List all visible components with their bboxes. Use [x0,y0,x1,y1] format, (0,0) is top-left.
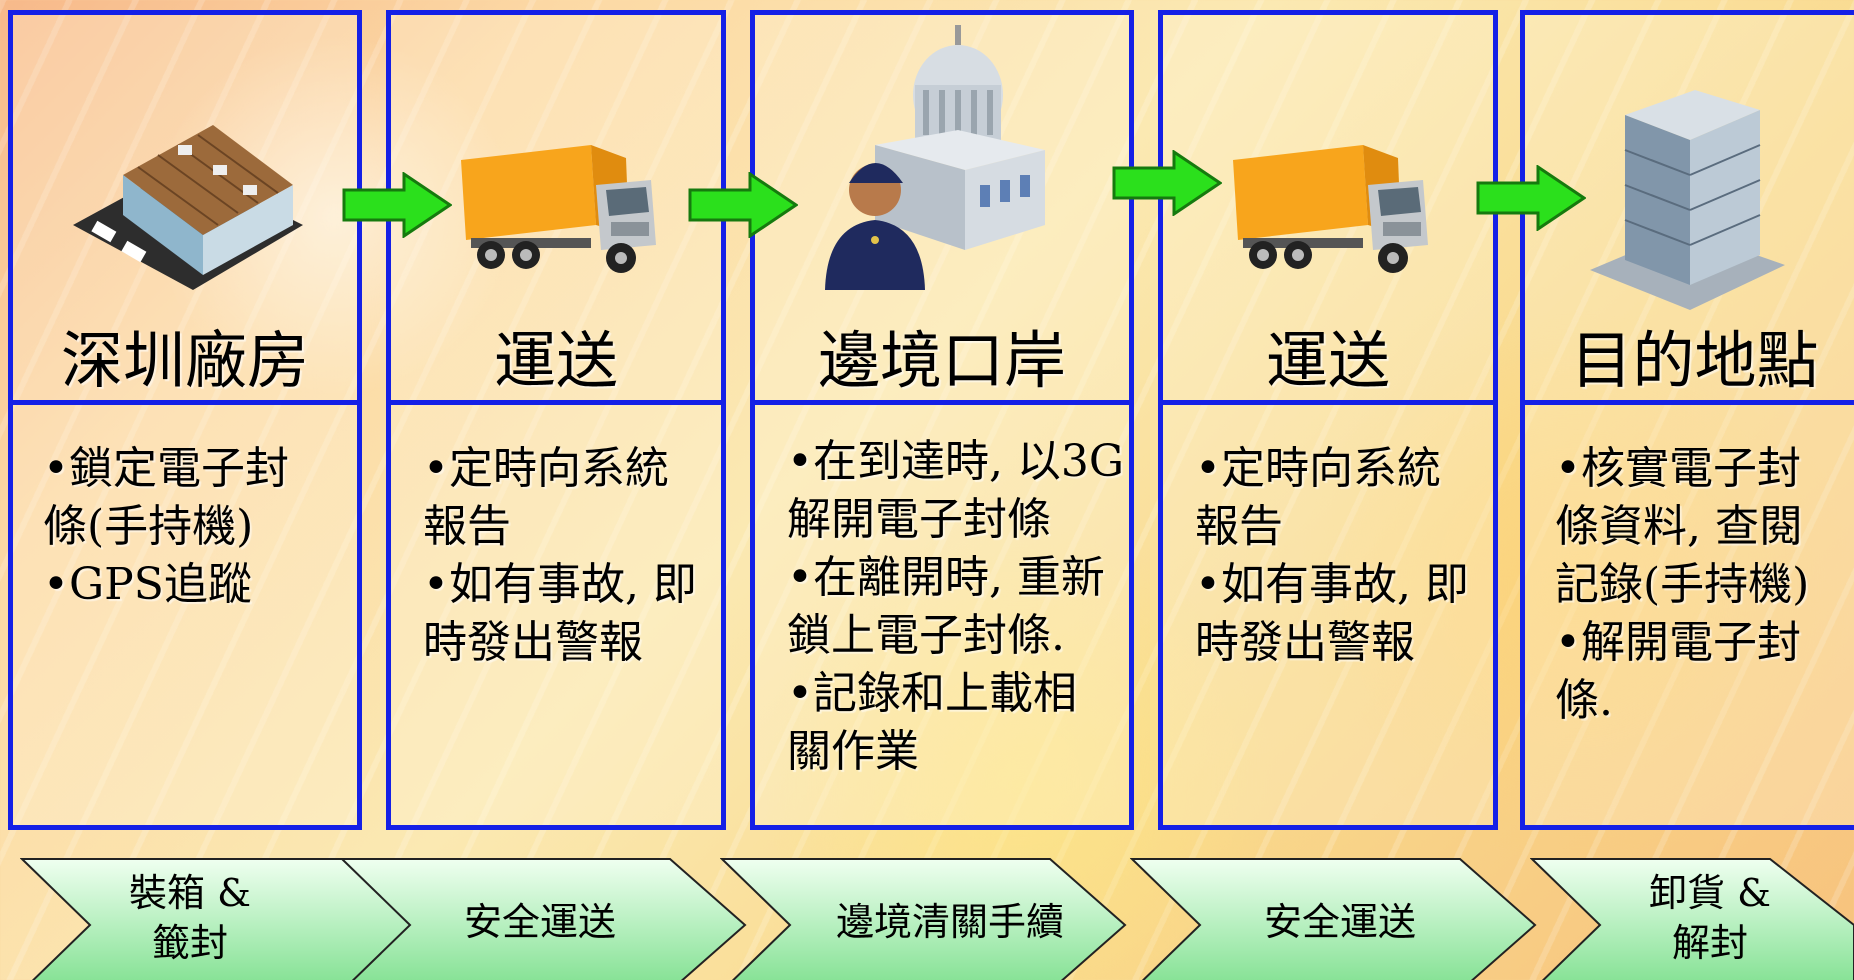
process-label-line: 裝箱 & [129,871,251,915]
bullet-line: •鎖定電子封 [43,443,289,494]
bullet-line: •核實電子封 [1555,443,1801,494]
process-chevron [1130,858,1537,980]
process-label-line: 安全運送 [463,900,616,944]
truck-icon [461,145,656,273]
stage-box-destination: 目的地點 •核實電子封 條資料, 查閱 記錄(手持機) •解開電子封 條. [1520,10,1854,830]
bullet-line: 記錄(手持機) [1555,559,1810,610]
stage-box-border-crossing: 邊境口岸 •在到達時, 以3G 解開電子封條 •在離開時, 重新 鎖上電子封條.… [750,10,1134,830]
process-chevron [1530,858,1854,980]
process-label-unloading-unsealing: 卸貨 & 解封 [1600,868,1820,968]
process-chevron [340,858,747,980]
stage-divider [1525,400,1854,405]
flow-arrow-right-icon [1476,165,1586,231]
bullet-line: •GPS追蹤 [43,559,252,610]
stage-divider [755,400,1129,405]
bullet-line: 條資料, 查閱 [1555,501,1803,552]
flow-arrow-right-icon [1112,150,1222,216]
bullet-line: 條(手持機) [43,501,254,552]
stage-divider [13,400,357,405]
bullet-line: •如有事故, 即 [423,559,697,610]
process-label-line: 卸貨 & [1649,871,1771,915]
bullet-line: 報告 [423,501,511,552]
process-label-line: 安全運送 [1263,900,1416,944]
warehouse-icon [73,125,303,290]
bullet-line: 報告 [1195,501,1283,552]
customs-building-icon [825,25,1045,290]
stage-title: 運送 [1265,324,1390,397]
flow-arrow-right-icon [688,172,798,238]
bullet-line: •定時向系統 [1195,443,1441,494]
bullet-line: 鎖上電子封條. [787,610,1065,661]
stage-title: 深圳廠房 [60,324,309,397]
process-label-packing-sealing: 裝箱 & 籤封 [80,868,300,968]
process-label-line: 邊境清關手續 [835,900,1064,944]
process-chevron [720,858,1127,980]
stage-bullets: •定時向系統 報告 •如有事故, 即 時發出警報 [423,440,697,672]
flow-arrow-right-icon [342,172,452,238]
stage-bullets: •鎖定電子封 條(手持機) •GPS追蹤 [43,440,289,614]
stage-box-transport-1: 運送 •定時向系統 報告 •如有事故, 即 時發出警報 [386,10,726,830]
bullet-line: •定時向系統 [423,443,669,494]
bullet-line: 時發出警報 [423,617,643,668]
stage-title: 邊境口岸 [817,324,1066,397]
stage-title: 運送 [493,324,618,397]
bullet-line: 時發出警報 [1195,617,1415,668]
stage-divider [1163,400,1493,405]
process-label-border-clearance: 邊境清關手續 [800,897,1100,947]
process-label-safe-transport: 安全運送 [420,897,660,947]
bullet-line: •記錄和上載相 [787,668,1077,719]
bullet-line: •如有事故, 即 [1195,559,1469,610]
bullet-line: 解開電子封條 [787,494,1051,545]
bullet-line: 條. [1555,675,1613,726]
stage-divider [391,400,721,405]
bullet-line: 關作業 [787,726,919,777]
process-label-safe-transport: 安全運送 [1220,897,1460,947]
stage-bullets: •在到達時, 以3G 解開電子封條 •在離開時, 重新 鎖上電子封條. •記錄和… [787,433,1124,781]
bullet-line: •解開電子封 [1555,617,1801,668]
process-label-line: 解封 [1671,921,1748,965]
truck-icon [1233,145,1428,273]
stage-bullets: •定時向系統 報告 •如有事故, 即 時發出警報 [1195,440,1469,672]
bullet-line: •在離開時, 重新 [787,552,1105,603]
office-building-icon [1590,90,1785,310]
bullet-line: •在到達時, 以3G [787,436,1125,487]
stage-bullets: •核實電子封 條資料, 查閱 記錄(手持機) •解開電子封 條. [1555,440,1809,730]
stage-box-factory: 深圳廠房 •鎖定電子封 條(手持機) •GPS追蹤 [8,10,362,830]
process-label-line: 籤封 [151,921,228,965]
stage-title: 目的地點 [1570,324,1819,397]
stage-box-transport-2: 運送 •定時向系統 報告 •如有事故, 即 時發出警報 [1158,10,1498,830]
